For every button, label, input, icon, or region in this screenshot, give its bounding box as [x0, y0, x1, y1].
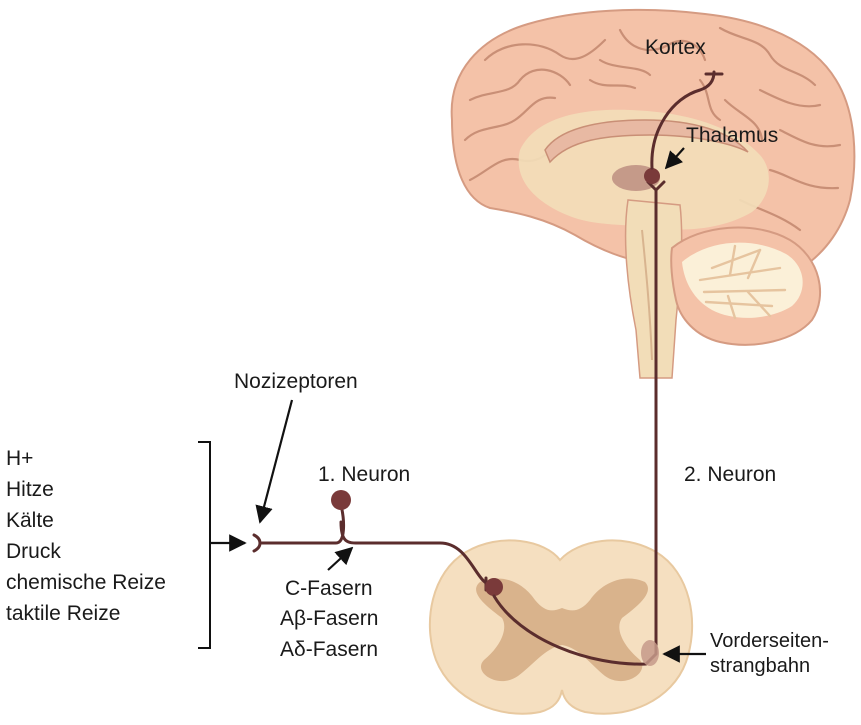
label-kortex: Kortex — [645, 36, 706, 59]
label-vorderseiten-line1: Vorderseiten- — [710, 630, 829, 652]
label-first-neuron: 1. Neuron — [318, 463, 410, 486]
fiber-type: Aδ-Fasern — [280, 638, 378, 661]
stimuli-bracket — [198, 442, 210, 648]
stimulus-item: taktile Reize — [6, 602, 120, 625]
nociceptor-ending — [254, 535, 260, 551]
third-neuron-cell-body — [644, 168, 660, 184]
fiber-types-list: C-Fasern Aβ-Fasern Aδ-Fasern — [280, 577, 378, 661]
spinal-cord-section — [430, 540, 692, 713]
stimulus-item: Kälte — [6, 509, 54, 532]
nozizeptoren-arrow — [260, 400, 292, 522]
first-neuron-cell-body — [331, 490, 351, 510]
stimulus-item: H+ — [6, 447, 33, 470]
label-vorderseiten-line2: strangbahn — [710, 655, 810, 677]
anterolateral-tract — [641, 640, 659, 666]
fibers-arrow — [328, 548, 352, 570]
fiber-type: Aβ-Fasern — [280, 607, 378, 630]
second-neuron-cell-body — [485, 578, 503, 596]
stimulus-item: Druck — [6, 540, 61, 563]
label-second-neuron: 2. Neuron — [684, 463, 776, 486]
stimulus-item: Hitze — [6, 478, 54, 501]
stimuli-list: H+ Hitze Kälte Druck chemische Reize tak… — [6, 447, 166, 625]
stimulus-item: chemische Reize — [6, 571, 166, 594]
label-thalamus: Thalamus — [686, 124, 778, 147]
brain — [452, 10, 855, 378]
label-nozizeptoren: Nozizeptoren — [234, 370, 358, 393]
fiber-type: C-Fasern — [285, 577, 373, 600]
